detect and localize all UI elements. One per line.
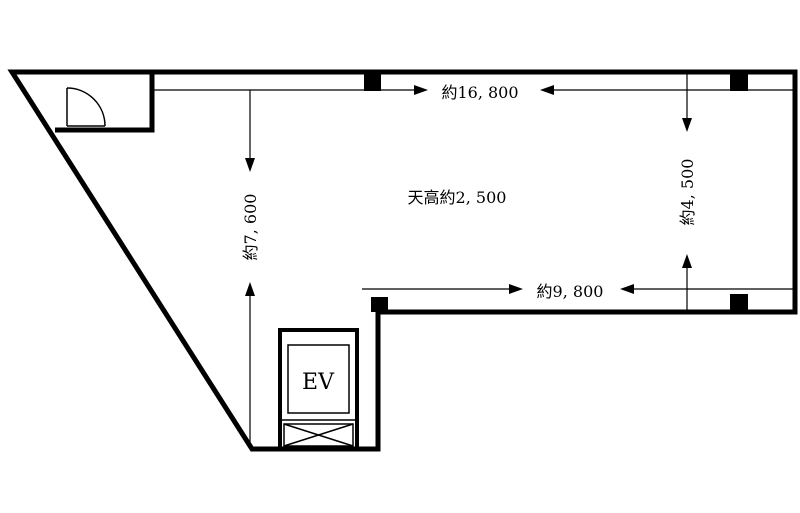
bottom-dimension-label: 約9, 800 — [537, 282, 604, 301]
right-dimension-line — [682, 72, 692, 312]
left-dimension-line — [245, 90, 255, 449]
left-dimension-label: 約7, 600 — [241, 194, 260, 261]
bottom-dimension-line — [362, 284, 795, 294]
top-dimension-label: 約16, 800 — [441, 83, 518, 102]
ceiling-height-label: 天高約2, 500 — [408, 188, 507, 207]
toilet-room-wall — [55, 72, 155, 133]
door-icon — [66, 87, 106, 127]
pillar — [371, 297, 388, 312]
elevator-shaft — [278, 328, 359, 451]
top-dimension-line — [152, 85, 795, 95]
right-dimension-label: 約4, 500 — [678, 159, 697, 226]
pillar — [730, 73, 748, 91]
pillar — [730, 294, 748, 312]
pillar — [364, 73, 381, 91]
elevator-label: EV — [302, 370, 335, 395]
